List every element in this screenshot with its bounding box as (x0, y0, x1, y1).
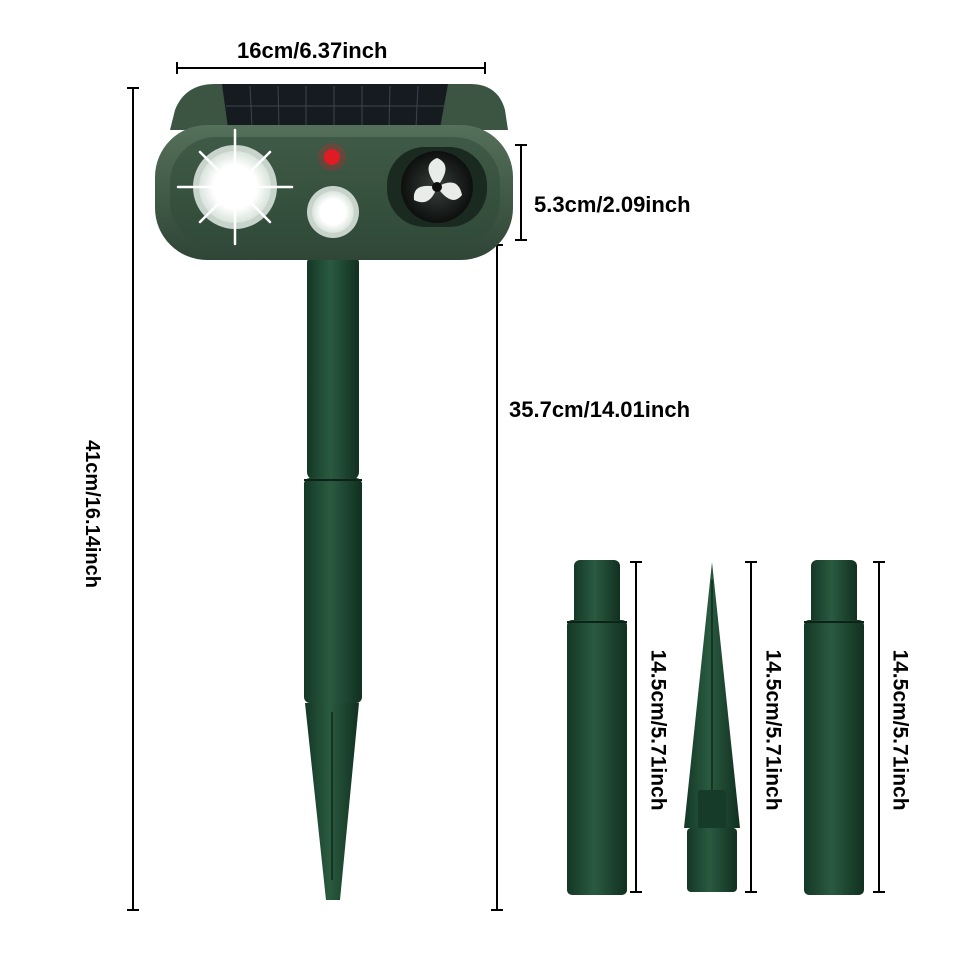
dimension-lines (127, 62, 885, 911)
extension-tube-a (567, 560, 627, 895)
head-height-label: 5.3cm/2.09inch (534, 192, 691, 217)
extension-tube-c (804, 560, 864, 895)
motion-sensor-icon (387, 147, 487, 227)
main-stake (304, 255, 362, 900)
indicator-light (318, 143, 346, 171)
part-b-length-label: 14.5cm/5.71inch (761, 649, 785, 811)
total-height-label: 41cm/16.14inch (81, 440, 103, 588)
solar-panel-icon (222, 84, 448, 128)
light-bulb-icon (307, 186, 359, 238)
speaker-icon (413, 158, 462, 203)
ground-spike (684, 562, 740, 892)
part-c-length-label: 14.5cm/5.71inch (888, 649, 912, 811)
stake-length-label: 35.7cm/14.01inch (509, 397, 691, 422)
light-bulb-icon (176, 128, 294, 246)
width-label: 16cm/6.37inch (237, 38, 388, 63)
device-head (155, 84, 513, 260)
part-a-length-label: 14.5cm/5.71inch (646, 649, 670, 811)
